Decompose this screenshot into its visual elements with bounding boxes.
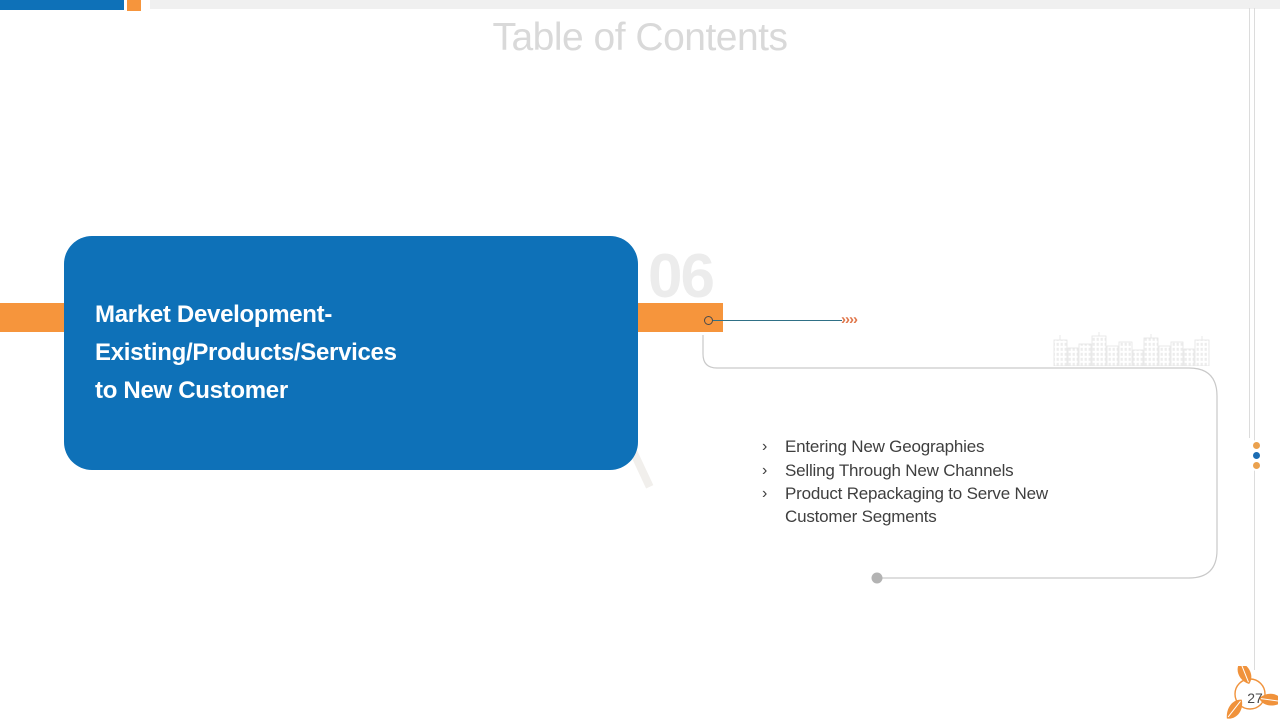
- frame-path: [702, 335, 1218, 579]
- top-bar-orange-accent: [127, 0, 141, 11]
- bullet-marker: ›: [762, 438, 768, 455]
- city-skyline-icon: [1053, 332, 1210, 366]
- section-heading: Market Development- Existing/Products/Se…: [95, 301, 397, 404]
- section-number: 06: [648, 242, 715, 311]
- list-frame: [702, 335, 1218, 584]
- frame-end-dot: [871, 572, 883, 584]
- list-item: › Entering New Geographies: [762, 436, 1062, 459]
- list-item-text: Entering New Geographies: [785, 437, 985, 456]
- guide-dot-orange: [1253, 442, 1260, 449]
- arrow-chevrons-icon: ››››: [841, 311, 858, 328]
- list-item-text: Product Repackaging to Serve New Custome…: [785, 484, 1048, 526]
- connector-line: [713, 320, 842, 321]
- list-item-text: Selling Through New Channels: [785, 460, 1014, 480]
- bullet-marker: ›: [762, 485, 768, 502]
- bullet-marker: ›: [762, 461, 768, 479]
- list-item: › Product Repackaging to Serve New Custo…: [762, 483, 1062, 528]
- leaf-logo-icon: [1226, 666, 1278, 719]
- top-bar-gray: [150, 0, 1280, 9]
- page-title: Table of Contents: [492, 16, 788, 59]
- bullet-list: › Entering New Geographies › Selling Thr…: [762, 436, 1062, 529]
- top-bar-blue: [0, 0, 124, 10]
- right-guide-line: [1249, 8, 1250, 438]
- connector-donut-icon: [704, 316, 713, 325]
- guide-dot-blue: [1253, 452, 1260, 459]
- page-number: 27: [1247, 690, 1263, 706]
- list-item: › Selling Through New Channels: [762, 460, 1062, 483]
- guide-dot-orange: [1253, 462, 1260, 469]
- section-heading-card: Market Development- Existing/Products/Se…: [64, 236, 638, 470]
- right-guide-line: [1254, 8, 1255, 670]
